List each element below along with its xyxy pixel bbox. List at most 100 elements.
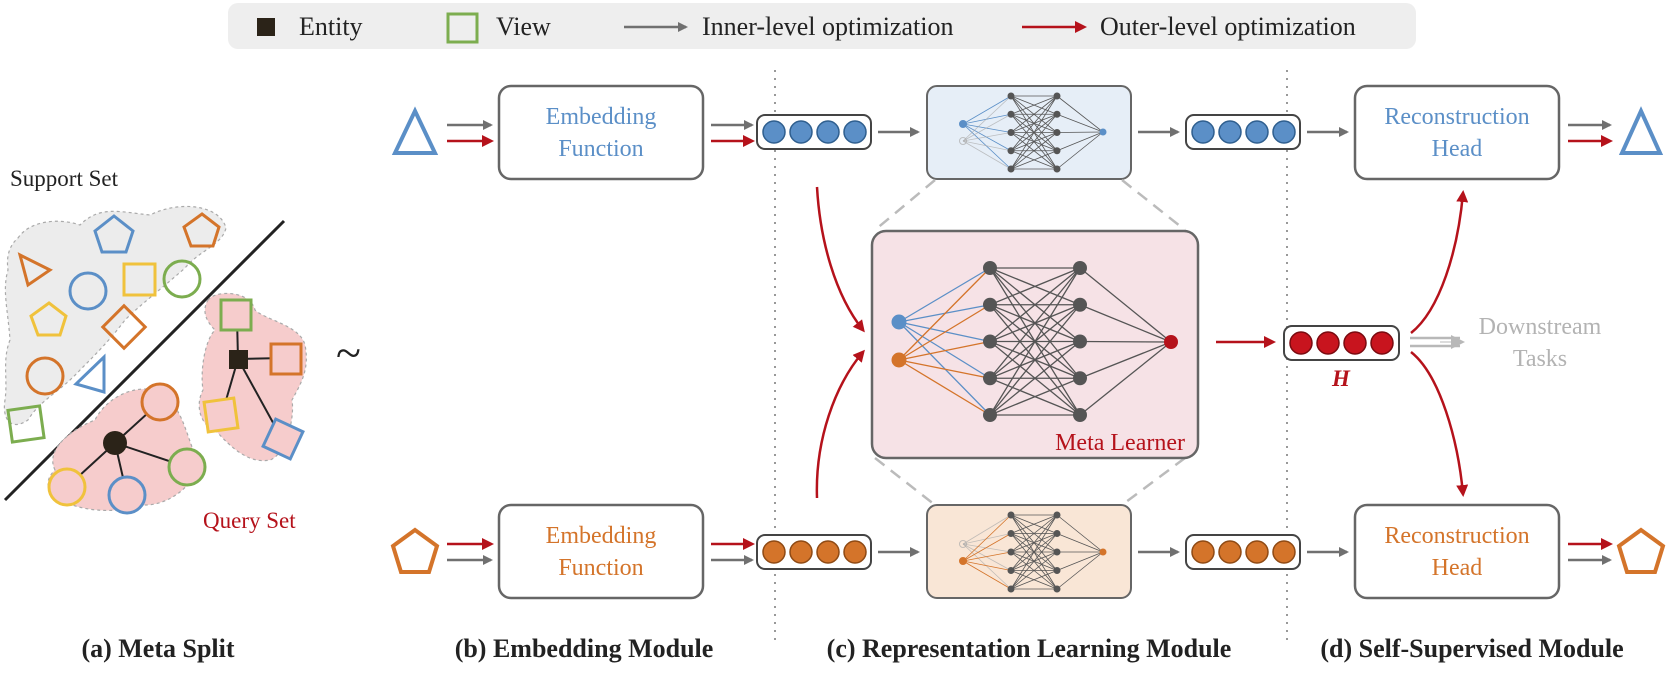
- legend-entity-label: Entity: [299, 12, 363, 41]
- embedding-box-label: Function: [558, 136, 643, 162]
- network-edge: [1079, 341, 1172, 416]
- support-pentagon-icon: [93, 214, 135, 254]
- input-pentagon-icon: [390, 527, 440, 574]
- vector-node: [843, 120, 867, 144]
- downstream-label: Tasks: [1513, 346, 1567, 372]
- support-square-icon: [6, 404, 46, 444]
- network-edge: [989, 340, 1081, 416]
- bottom-row: Embedding Function Reconstruction Head: [390, 503, 1666, 600]
- network-hidden-node: [1007, 511, 1015, 519]
- reconstruction-box-label: Reconstruction: [1384, 523, 1529, 549]
- reconstruction-head-box: [1353, 84, 1561, 181]
- network-edge: [962, 123, 1012, 152]
- network-hidden-node: [983, 371, 997, 386]
- h-vector: [1283, 325, 1400, 361]
- network-edge: [989, 267, 1081, 379]
- query-circle-icon: [167, 447, 207, 487]
- vector-node: [762, 540, 786, 564]
- support-pentagon-icon: [182, 212, 221, 248]
- output-triangle-icon: [1618, 106, 1664, 155]
- support-circle-icon: [25, 356, 65, 396]
- vector-node: [1343, 331, 1367, 355]
- embedding-vector: [756, 114, 872, 150]
- network-input-node: [959, 137, 967, 145]
- vector-node: [1245, 120, 1269, 144]
- network-hidden-node: [983, 261, 997, 275]
- network-edge: [1079, 304, 1172, 343]
- small-network-top: [959, 92, 1107, 173]
- legend-inner-label: Inner-level optimization: [702, 12, 953, 41]
- network-edge: [1056, 131, 1104, 152]
- network-output-node: [1164, 335, 1178, 349]
- reconstruction-box-label: Reconstruction: [1384, 104, 1529, 130]
- network-hidden-node: [1053, 585, 1061, 593]
- network-edge: [962, 140, 1012, 170]
- network-hidden-node: [1007, 110, 1015, 118]
- network-hidden-node: [1007, 129, 1015, 136]
- zoom-line: [1121, 179, 1186, 231]
- network-hidden-node: [1007, 548, 1015, 556]
- network-edge: [989, 304, 1081, 416]
- network-hidden-node: [1053, 530, 1061, 537]
- network-edge: [962, 551, 1012, 562]
- network-edge: [962, 514, 1012, 545]
- network-edge: [1056, 533, 1104, 553]
- network-edge: [962, 132, 1012, 142]
- legend-outer-label: Outer-level optimization: [1100, 12, 1356, 41]
- output-vector: [1185, 534, 1301, 570]
- network-edge: [962, 543, 1012, 571]
- network-edge: [989, 377, 1081, 416]
- support-pentagon-icon: [29, 301, 68, 337]
- network-edge: [1010, 514, 1058, 590]
- network-hidden-node: [1007, 165, 1015, 173]
- network-hidden-node: [1053, 165, 1061, 173]
- support-circle-icon: [162, 259, 202, 299]
- reconstruction-box-label: Head: [1432, 555, 1483, 581]
- meta-learner-box: [870, 229, 1200, 460]
- network-edge: [962, 560, 1012, 571]
- network-edge: [1079, 267, 1172, 343]
- outer-arrow-curved: [1410, 351, 1469, 497]
- view-legend-icon: [446, 12, 479, 44]
- network-edge: [962, 543, 1012, 590]
- vector-node: [1272, 540, 1296, 564]
- network-hidden-node: [983, 334, 997, 349]
- network-edge: [989, 267, 1081, 416]
- network-hidden-node: [1073, 408, 1087, 422]
- caption-self-supervised-module: (d) Self-Supervised Module: [1320, 634, 1623, 663]
- outer-arrow-curved: [815, 349, 865, 499]
- network-hidden-node: [1053, 567, 1061, 574]
- network-edge: [898, 340, 991, 361]
- captions: (a) Meta Split (b) Embedding Module (c) …: [81, 634, 1623, 663]
- reconstruction-head-box: [1353, 503, 1561, 600]
- network-hidden-node: [1053, 548, 1061, 556]
- vector-node: [1191, 120, 1215, 144]
- network-edge: [1010, 514, 1058, 571]
- network-hidden-node: [1073, 334, 1087, 349]
- network-hidden-node: [1053, 511, 1061, 519]
- network-hidden-node: [1053, 147, 1061, 155]
- meta-learner-label: Meta Learner: [1055, 430, 1185, 456]
- vector-node: [1289, 331, 1313, 355]
- network-output-node: [1099, 548, 1107, 556]
- meta-split-panel: Support Set: [3, 166, 361, 533]
- zoom-line: [1121, 456, 1186, 507]
- network-edge: [962, 123, 1012, 133]
- network-hidden-node: [1007, 92, 1015, 100]
- top-row: Embedding Function Reconstruction Head: [391, 84, 1664, 181]
- legend: Entity View Inner-level optimization Out…: [228, 3, 1416, 49]
- caption-meta-split: (a) Meta Split: [81, 634, 234, 663]
- network-edge: [1010, 551, 1058, 590]
- network-edge: [1056, 95, 1104, 133]
- network-edge: [1056, 551, 1104, 590]
- bottom-network-box: [926, 504, 1132, 599]
- network-edge: [962, 113, 1012, 142]
- network-input-node: [959, 120, 967, 128]
- query-entity-icon: [229, 350, 248, 369]
- network-hidden-node: [1073, 297, 1087, 312]
- network-hidden-node: [1053, 110, 1061, 118]
- network-edge: [1056, 131, 1104, 170]
- network-hidden-node: [1073, 261, 1087, 275]
- vector-node: [1218, 120, 1242, 144]
